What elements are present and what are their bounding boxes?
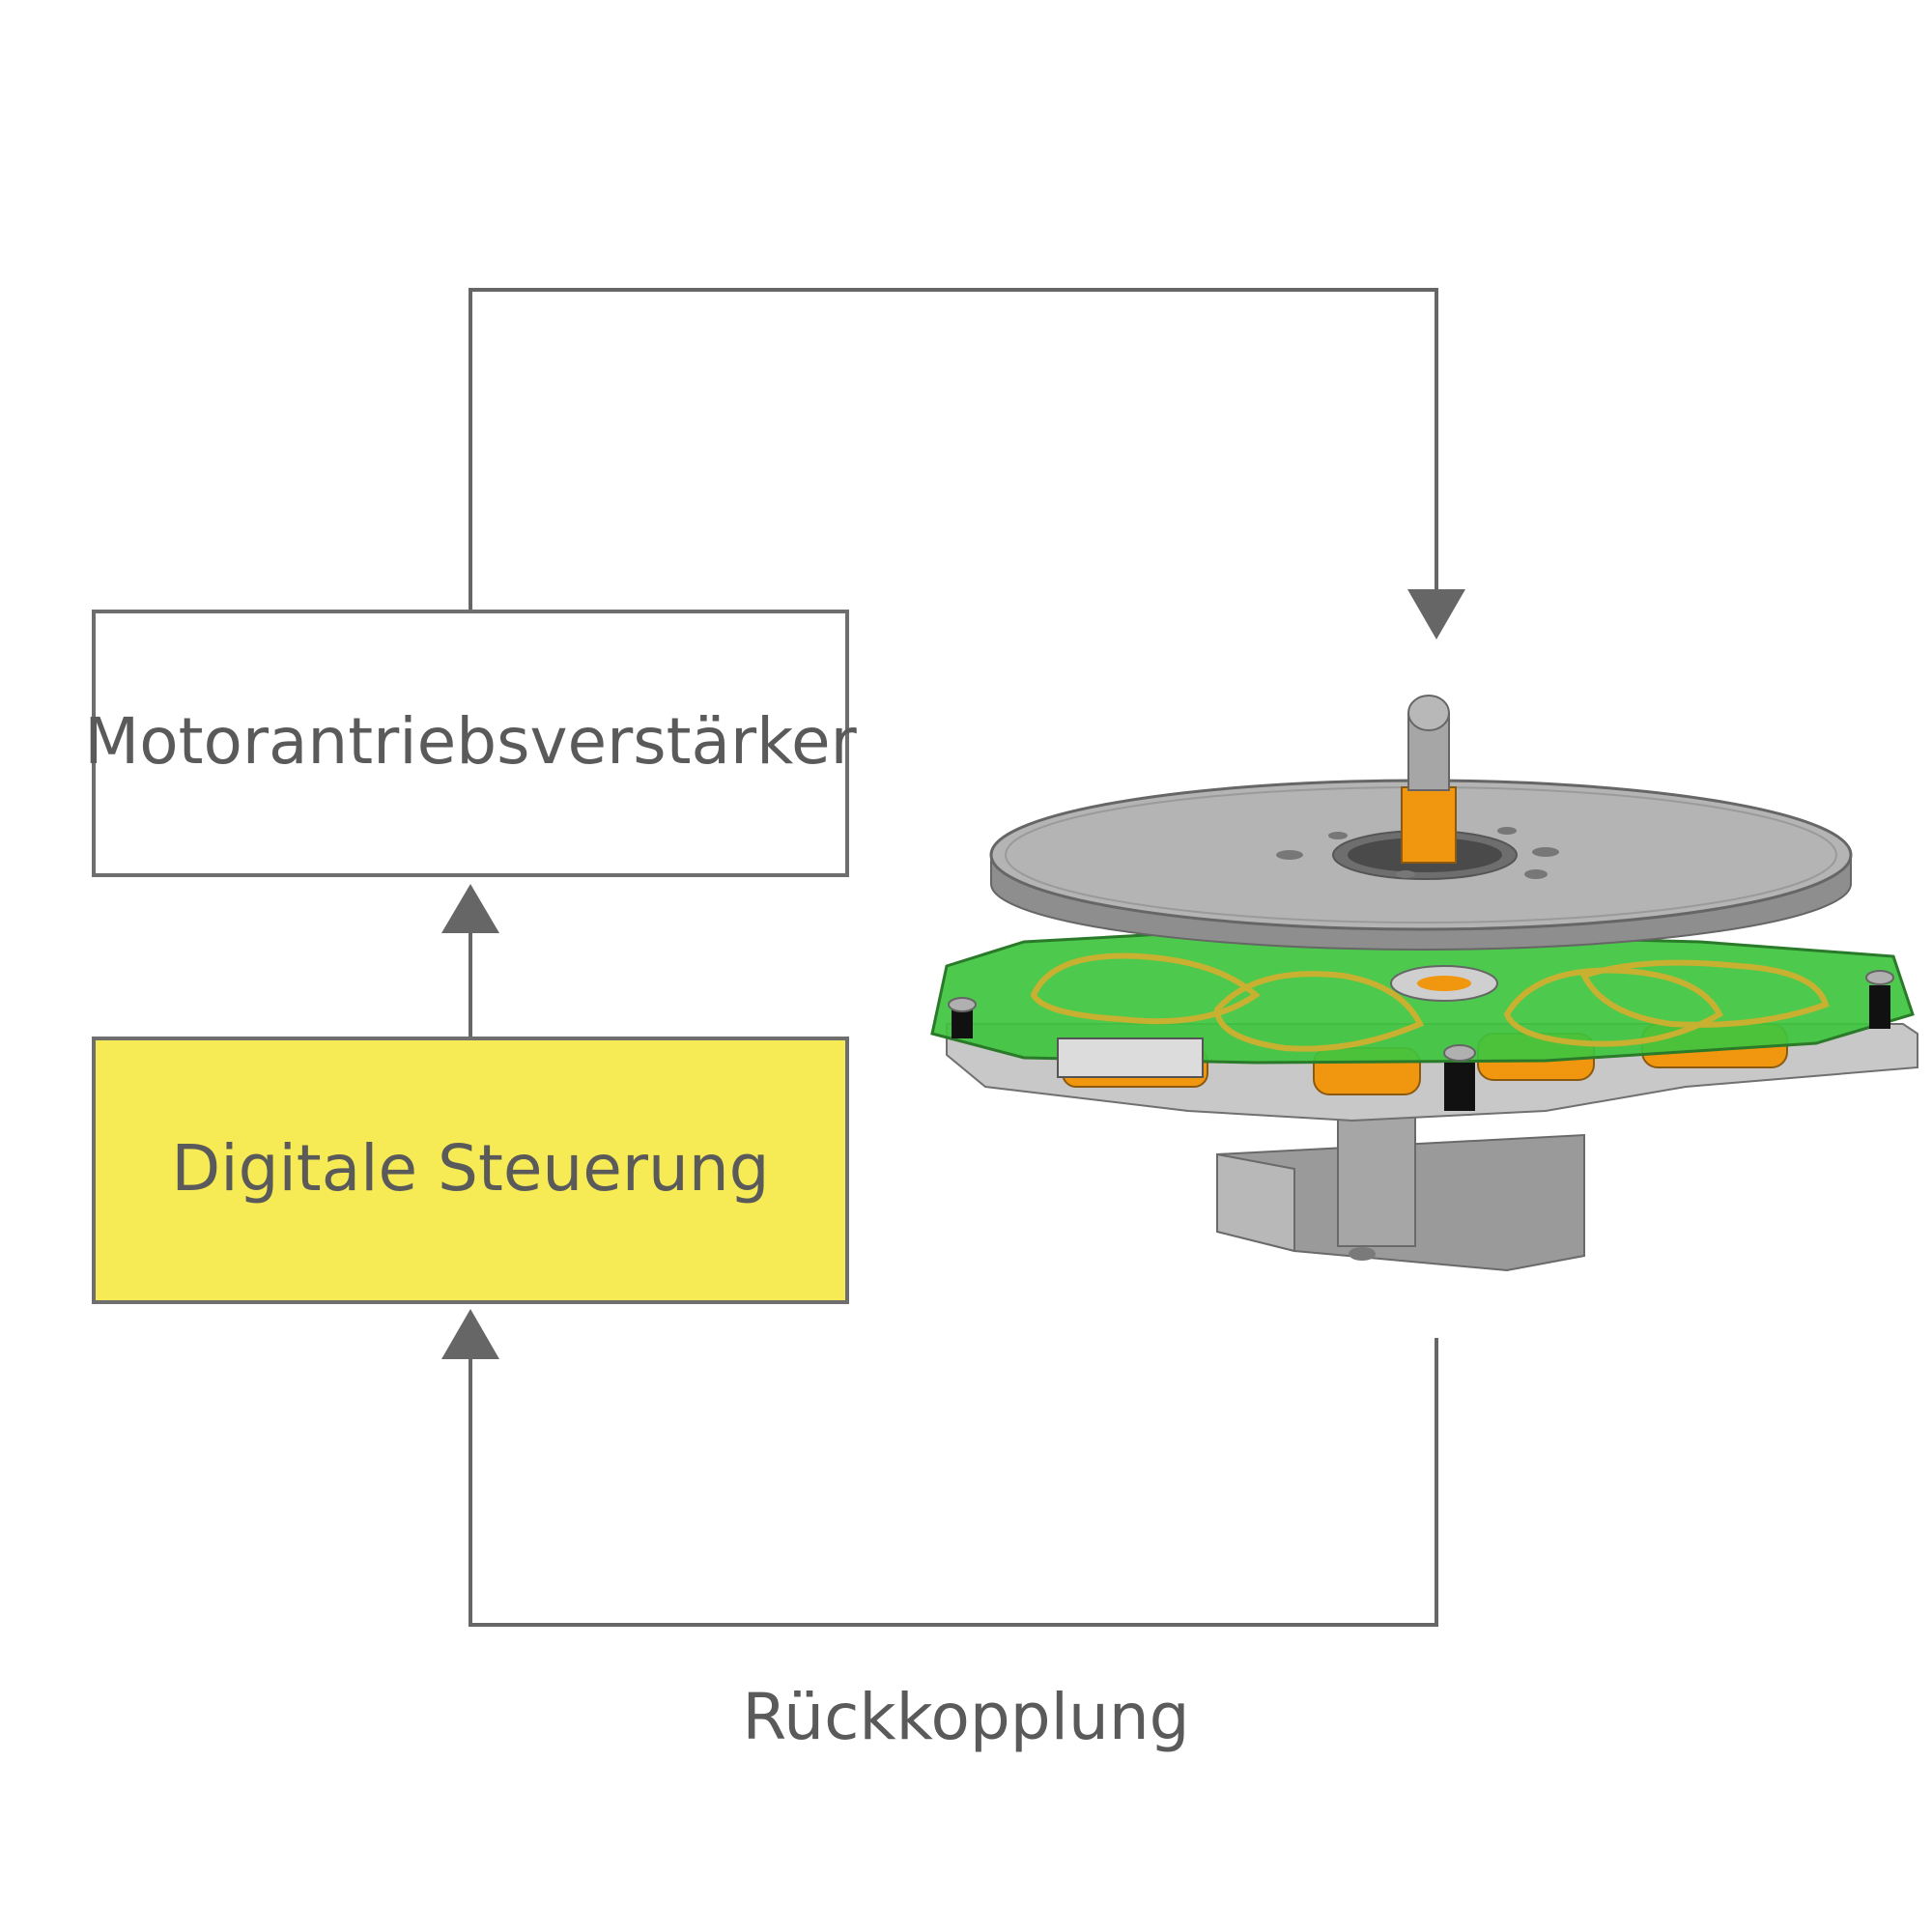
feedback-arrowhead xyxy=(441,1309,499,1359)
feedback-label: Rückkopplung xyxy=(742,1680,1189,1754)
drive-arrowhead xyxy=(1407,589,1465,639)
controller-block xyxy=(92,1037,849,1304)
controller-label: Digitale Steuerung xyxy=(171,1131,769,1206)
amplifier-label: Motorantriebsverstärker xyxy=(84,704,857,779)
feedback-line xyxy=(469,1338,1438,1627)
brushless-disc-motor-icon xyxy=(930,695,1918,1272)
amplifier-block xyxy=(92,610,849,877)
drive-signal-line xyxy=(469,288,1438,611)
controller-to-amplifier-arrowhead xyxy=(441,884,499,933)
